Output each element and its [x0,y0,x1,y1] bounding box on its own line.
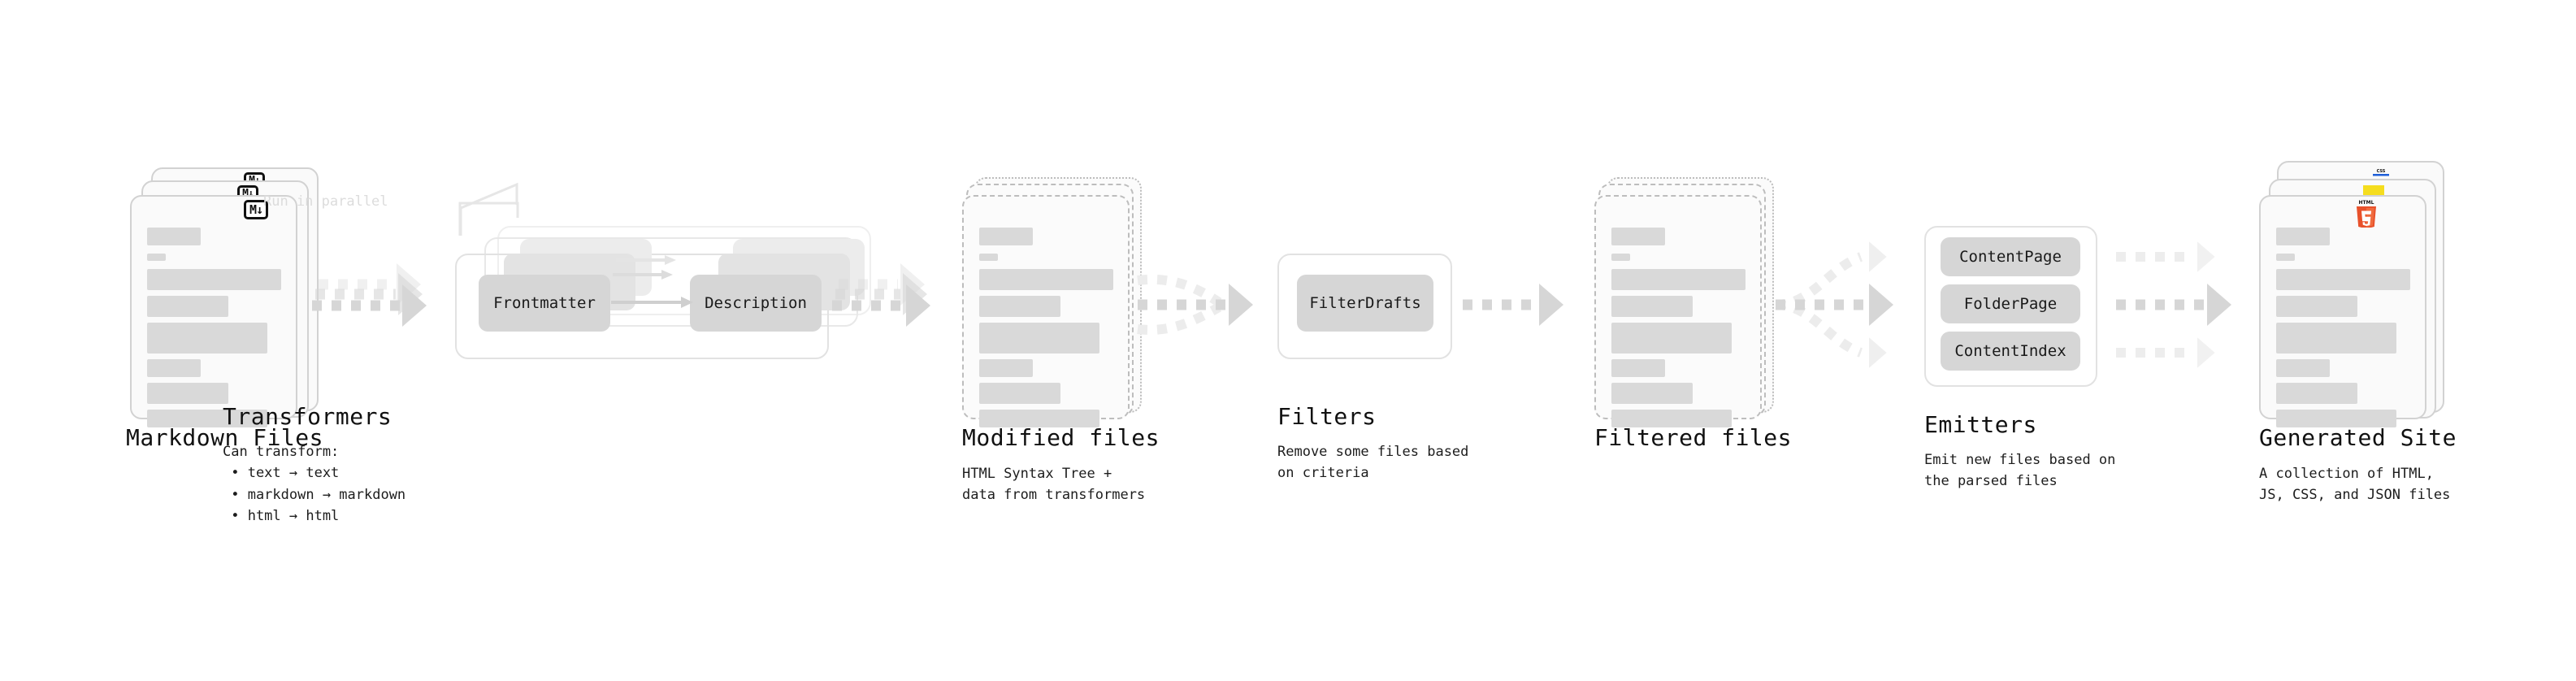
doc-bar [1611,323,1732,354]
svg-text:CSS: CSS [2377,169,2386,174]
generated-file-html [2259,195,2426,427]
stage-subtitle-generated-site: A collection of HTML, JS, CSS, and JSON … [2259,466,2451,504]
stage-title-emitters: Emitters [1924,411,2037,438]
doc-bar [2276,323,2396,354]
markdown-file-front [130,195,297,427]
doc-bar [979,254,998,261]
doc-bar [147,269,281,290]
transformer-box-back-2 [497,226,871,315]
arrow-modified-to-filters [1137,274,1253,335]
emitters-box [1924,226,2097,387]
stage-title-modified-files: Modified files [962,424,1160,451]
emitter-pill-contentpage[interactable]: ContentPage [1941,237,2080,276]
stage-subtitle-transformers: Can transform: • text → text • markdown … [223,444,406,525]
doc-bar [1611,228,1665,245]
arrow-emitters-to-generated [2116,241,2231,368]
stage-subtitle-emitters: Emit new files based on the parsed files [1924,452,2116,490]
stage-title-transformers: Transformers [223,403,392,430]
doc-bar [2276,296,2357,317]
arrow-filtered-to-emitters [1775,241,1893,368]
transformer-pill-description[interactable]: Description [690,275,822,332]
emitter-pill-folderpage[interactable]: FolderPage [1941,284,2080,323]
filters-pill-filterdrafts[interactable]: FilterDrafts [1297,275,1433,332]
doc-bar [1611,269,1746,290]
doc-bar [1611,359,1665,377]
stage-title-filters: Filters [1277,403,1377,430]
arrow-markdown-to-transformers [312,263,427,327]
doc-bar [147,254,166,261]
modified-file-front [962,195,1130,427]
doc-bar [147,410,267,427]
run-in-parallel-note: Run in parallel [263,193,388,210]
stage-title-generated-site: Generated Site [2259,424,2457,451]
doc-bar [1611,296,1693,317]
doc-bar [979,296,1060,317]
doc-bar [147,383,228,404]
doc-bar [147,296,228,317]
doc-bar [2276,269,2410,290]
doc-bar [979,323,1099,354]
doc-bar [1611,410,1732,427]
doc-bar [979,410,1099,427]
doc-bar [2276,410,2396,427]
html5-icon: HTML [2357,200,2376,228]
doc-bar [147,228,201,245]
emitter-pill-contentindex[interactable]: ContentIndex [1941,332,2080,371]
arrow-filters-to-filtered [1463,284,1563,326]
doc-bar [1611,383,1693,404]
doc-bar [979,269,1113,290]
transformer-pill-frontmatter[interactable]: Frontmatter [479,275,610,332]
doc-bar [979,359,1033,377]
doc-bar [147,359,201,377]
filters-box [1277,254,1452,359]
stage-title-filtered-files: Filtered files [1594,424,1793,451]
css-icon: CSS [2373,169,2389,176]
filtered-file-front [1594,195,1762,427]
doc-bar [979,383,1060,404]
doc-bar [2276,383,2357,404]
doc-bar [2276,359,2330,377]
markdown-icon: M↓ [244,200,268,219]
doc-bar [2276,228,2330,245]
stage-title-markdown-files: Markdown Files [126,424,324,451]
doc-bar [1611,254,1630,261]
doc-bar [147,323,267,354]
doc-bar [2276,254,2295,261]
stage-subtitle-filters: Remove some files based on criteria [1277,444,1469,482]
doc-bar [979,228,1033,245]
stage-subtitle-modified-files: HTML Syntax Tree + data from transformer… [962,466,1146,504]
svg-text:HTML: HTML [2359,200,2374,206]
